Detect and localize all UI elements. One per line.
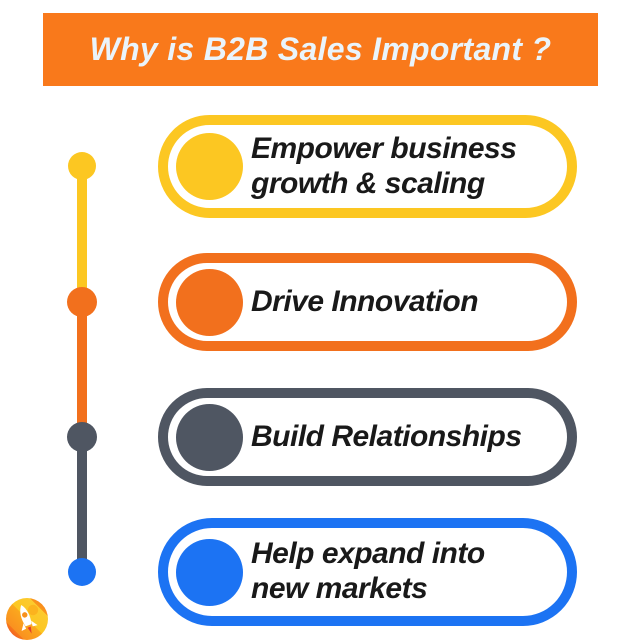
- rocket-launch-icon: [5, 597, 49, 640]
- timeline-segment-2: [77, 302, 87, 437]
- item-label-line1: Drive Innovation: [251, 284, 479, 318]
- timeline-segment-1: [77, 166, 87, 302]
- item-label-line1: Empower business: [251, 131, 517, 165]
- item-label-line1: Help expand into: [251, 537, 485, 571]
- item-label-line2: growth & scaling: [251, 166, 485, 200]
- item-label-line1: Build Relationships: [251, 419, 522, 453]
- item-label: Help expand into new markets: [251, 537, 485, 607]
- item-bullet-circle: [176, 268, 243, 336]
- item-label: Build Relationships: [251, 420, 522, 455]
- page-title: Why is B2B Sales Important ?: [89, 31, 552, 67]
- timeline-dot-3: [67, 422, 97, 452]
- item-pill-expand-markets: Help expand into new markets: [158, 518, 577, 626]
- item-label: Empower business growth & scaling: [251, 131, 517, 202]
- timeline-dot-2: [67, 287, 97, 317]
- header-banner: Why is B2B Sales Important ?: [43, 13, 598, 86]
- item-bullet-circle: [176, 538, 243, 606]
- item-pill-empower-growth: Empower business growth & scaling: [158, 115, 577, 218]
- timeline-dot-4: [68, 558, 96, 586]
- timeline-segment-3: [77, 437, 87, 572]
- item-bullet-circle: [176, 403, 243, 471]
- item-pill-drive-innovation: Drive Innovation: [158, 253, 577, 351]
- item-bullet-circle: [176, 133, 243, 200]
- item-label: Drive Innovation: [251, 284, 479, 320]
- item-label-line2: new markets: [251, 572, 428, 605]
- timeline-dot-1: [68, 152, 96, 180]
- item-pill-build-relationships: Build Relationships: [158, 388, 577, 486]
